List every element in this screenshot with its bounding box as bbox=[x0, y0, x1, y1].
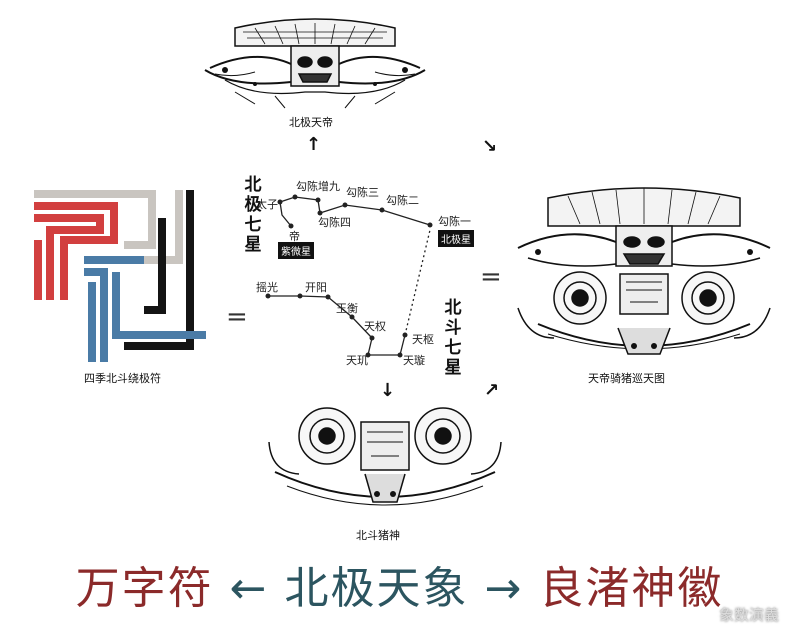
star-tianquan: 天权 bbox=[364, 320, 386, 333]
right-arrow-icon: → bbox=[484, 563, 524, 614]
star-gouchen-si: 勾陈四 bbox=[318, 216, 351, 229]
star-taizi: 太子 bbox=[256, 198, 278, 211]
star-tianshu: 天枢 bbox=[412, 333, 434, 346]
star-yuheng: 玉衡 bbox=[336, 302, 358, 315]
bottom-caption: 北斗猪神 bbox=[356, 529, 400, 542]
title-swastika: 万字符 bbox=[75, 563, 214, 614]
arrow-up-icon: ↑ bbox=[306, 134, 322, 155]
watermark: 象数演義 bbox=[718, 606, 779, 624]
star-tianxuan: 天璇 bbox=[403, 354, 425, 367]
equals-sign-right: = bbox=[480, 262, 502, 292]
north-pole-seven-stars-title: 北 极 七 星 bbox=[244, 175, 262, 255]
star-gouchen-er: 勾陈二 bbox=[386, 194, 419, 207]
star-tianji: 天玑 bbox=[346, 354, 368, 367]
bottom-title: 万字符 ← 北极天象 → 良渚神徽 bbox=[0, 552, 799, 616]
big-dipper-pig-god-figure bbox=[268, 407, 502, 506]
arrow-down-right-icon: ↘ bbox=[482, 136, 498, 157]
ziwei-star-label: 紫微星 bbox=[278, 242, 314, 259]
left-arrow-icon: ← bbox=[229, 563, 269, 614]
north-pole-emperor-figure bbox=[204, 18, 426, 109]
star-gouchen-yi: 勾陈一 bbox=[438, 215, 471, 228]
title-liangzhu-emblem: 良渚神徽 bbox=[539, 563, 724, 614]
top-caption: 北极天帝 bbox=[289, 116, 333, 129]
star-gouchen-san: 勾陈三 bbox=[346, 186, 379, 199]
four-seasons-big-dipper-symbol bbox=[34, 190, 206, 362]
star-kaiyang: 开阳 bbox=[305, 281, 327, 294]
star-yaoguang: 摇光 bbox=[256, 281, 278, 294]
big-dipper-seven-stars-title: 北 斗 七 星 bbox=[444, 298, 462, 378]
title-north-pole-celestial: 北极天象 bbox=[284, 563, 469, 614]
star-di: 帝 bbox=[289, 230, 300, 243]
arrow-up-right-icon: ↗ bbox=[484, 380, 500, 401]
polaris-label: 北极星 bbox=[438, 230, 474, 247]
equals-sign-left: = bbox=[226, 302, 248, 332]
left-caption: 四季北斗绕极符 bbox=[84, 372, 161, 385]
right-caption: 天帝骑猪巡天图 bbox=[588, 372, 665, 385]
emperor-riding-pig-figure bbox=[517, 187, 771, 355]
arrow-down-icon: ↓ bbox=[380, 380, 396, 401]
star-gouchen-zengjiu: 勾陈增九 bbox=[296, 180, 340, 193]
